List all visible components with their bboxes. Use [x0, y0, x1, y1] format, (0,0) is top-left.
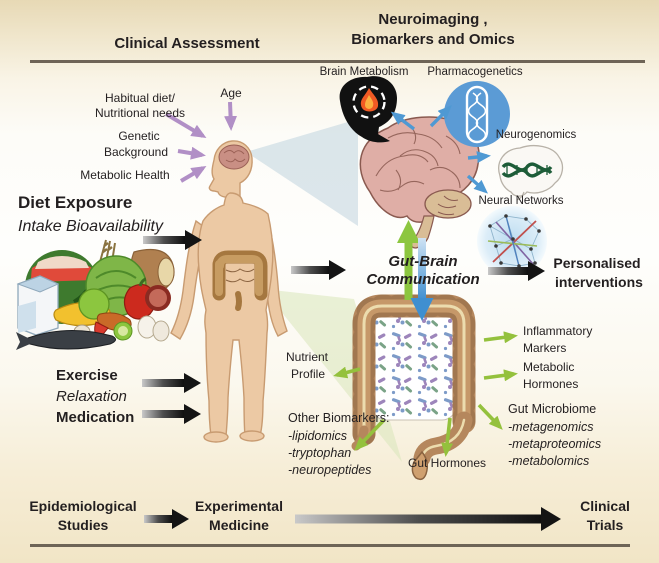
metabolic-hormones-label-line1: Metabolic [523, 360, 575, 374]
clinical-trials-label-line2: Trials [586, 517, 624, 533]
dashed-circle [352, 85, 386, 119]
header-clinical-assessment: Clinical Assessment [114, 35, 260, 52]
relaxation-label: Relaxation [56, 388, 127, 405]
other-biomarkers-title: Other Biomarkers: [288, 411, 390, 425]
other-biomarkers-item-tryptophan: -tryptophan [288, 446, 352, 460]
intake-bioavailability-label: Intake Bioavailability [18, 218, 163, 235]
neural-networks-icon [477, 206, 547, 276]
bread-end [157, 257, 175, 287]
factor-arrows [164, 101, 238, 183]
cerebellum [424, 189, 472, 219]
figure-brain [218, 144, 250, 170]
medication-label: Medication [56, 409, 135, 426]
egg-icon-2 [152, 320, 170, 342]
genetic-label-line2: Background [103, 145, 169, 159]
neurogenomics-label: Neurogenomics [495, 129, 577, 141]
gut-microbiome-item-metaproteomics: -metaproteomics [508, 437, 602, 451]
brain-illustration [359, 116, 480, 249]
other-biomarkers-item-neuropeptides: -neuropeptides [288, 463, 372, 477]
to-neural-networks-arrow [466, 174, 488, 194]
black-arrows [142, 230, 561, 531]
nutrient-profile-label-line2: Profile [290, 367, 326, 381]
epidemiological-label-line1: Epidemiological [29, 498, 137, 514]
gut-output-arrows [333, 331, 518, 457]
to-pharmacogenetics-arrow [429, 105, 452, 128]
brain-metabolism-label: Brain Metabolism [319, 66, 409, 78]
body-to-gutbrain-arrow [291, 260, 346, 280]
to-nutrient-profile-arrow [333, 366, 361, 379]
epidemiological-label-line2: Studies [57, 517, 109, 533]
personalised-label-line2: interventions [555, 274, 643, 290]
exercise-arrow [142, 373, 201, 393]
to-metabolic-hormones-arrow [483, 369, 518, 382]
gut-brain-up-arrow [397, 220, 420, 300]
to-neurogenomics-arrow [467, 151, 491, 164]
torso-and-legs [197, 192, 274, 437]
gut-illustration [351, 294, 476, 481]
to-inflammatory-arrow [483, 331, 518, 344]
brain-gut-down-arrow [410, 238, 434, 321]
header-neuroimaging-line1: Neuroimaging , [378, 11, 488, 28]
left-foot [203, 431, 229, 443]
exercise-label: Exercise [56, 367, 118, 384]
nutrient-profile-label-line1: Nutrient [285, 350, 329, 364]
sigmoid-colon [413, 411, 473, 467]
metabolic-hormones-label-line2: Hormones [523, 377, 579, 391]
bottom-divider-line [30, 544, 630, 547]
inflammatory-markers-label-line2: Markers [523, 341, 567, 355]
figure-gut [212, 250, 268, 311]
to-personalised-arrow [488, 261, 545, 281]
rectum [411, 450, 429, 481]
pharmacogenetics-label: Pharmacogenetics [427, 66, 523, 78]
clinical-trials-label-line1: Clinical [580, 498, 630, 514]
other-biomarkers-item-lipidomics: -lipidomics [288, 429, 348, 443]
to-gut-microbiome-arrow [477, 403, 503, 430]
diet-exposure-label: Diet Exposure [18, 193, 133, 212]
head-to-brain-beam [246, 119, 358, 226]
genetic-arrow [177, 146, 206, 160]
gut-hormones-label: Gut Hormones [407, 456, 487, 470]
human-figure [170, 140, 288, 443]
experimental-medicine-label-line1: Experimental [195, 498, 283, 514]
exp-to-trials-arrow [295, 507, 561, 531]
header-neuroimaging-line2: Biomarkers and Omics [351, 31, 515, 48]
pharmacogenetics-icon [444, 81, 510, 147]
medication-arrow [142, 404, 201, 424]
metabolic-health-label: Metabolic Health [80, 168, 170, 182]
neurogenomics-icon [498, 145, 564, 201]
age-label: Age [220, 86, 242, 100]
to-brain-metabolism-arrow [390, 111, 416, 131]
gut-brain-label-line1: Gut-Brain [388, 253, 458, 270]
gut-brain-label-line2: Communication [366, 271, 480, 288]
to-gut-hormones-arrow [441, 417, 454, 457]
epi-to-exp-arrow [144, 509, 189, 529]
gut-microbiome-item-metagenomics: -metagenomics [508, 420, 594, 434]
top-divider-line [30, 60, 645, 63]
genetic-label-line1: Genetic [118, 129, 160, 143]
metabolic-health-arrow [179, 165, 207, 183]
apple-icon [78, 288, 110, 320]
right-foot [239, 430, 265, 442]
food-illustration [16, 239, 175, 350]
personalised-label-line1: Personalised [553, 255, 641, 271]
to-other-biomarkers-arrow [354, 418, 386, 451]
experimental-medicine-label-line2: Medicine [209, 517, 269, 533]
neural-networks-label: Neural Networks [478, 195, 564, 207]
gut-microbiome-title: Gut Microbiome [508, 402, 597, 416]
habitual-diet-label-line1: Habitual diet/ [104, 91, 176, 105]
diet-arrow [143, 230, 202, 250]
brain-metabolism-icon [339, 76, 397, 143]
habitual-diet-arrow [164, 112, 207, 139]
inflammatory-markers-label-line1: Inflammatory [523, 324, 593, 338]
gut-microbiome-item-metabolomics: -metabolomics [508, 454, 590, 468]
age-arrow [224, 101, 238, 131]
brain-output-arrows [390, 105, 491, 194]
brain-sulci [375, 127, 461, 192]
habitual-diet-label-line2: Nutritional needs [94, 106, 186, 120]
